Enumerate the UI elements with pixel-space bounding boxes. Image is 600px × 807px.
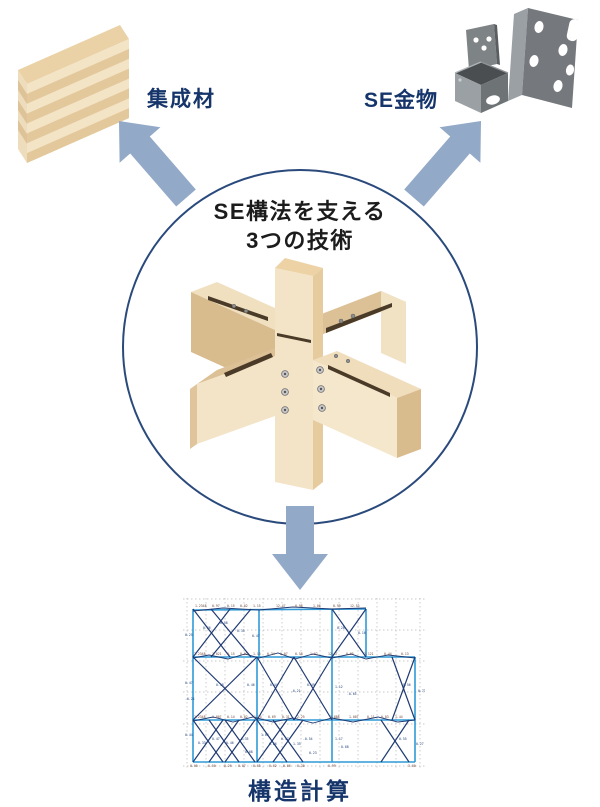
joint-bolts: [281, 366, 326, 414]
svg-text:0.13: 0.13: [401, 652, 409, 656]
svg-text:1.02: 1.02: [310, 652, 318, 656]
svg-text:0.14: 0.14: [227, 715, 235, 719]
svg-text:0.31: 0.31: [282, 715, 290, 719]
svg-text:0.47: 0.47: [185, 681, 193, 685]
center-title-line2: 3つの技術: [246, 228, 354, 253]
svg-text:2.2348: 2.2348: [194, 715, 206, 719]
svg-text:-0.35: -0.35: [239, 737, 249, 741]
svg-text:1.35: 1.35: [293, 742, 301, 746]
svg-text:0.03: 0.03: [381, 715, 389, 719]
center-title-line1: SE構法を支える: [213, 199, 387, 224]
svg-text:0.36: 0.36: [203, 626, 211, 630]
svg-text:0.49: 0.49: [307, 683, 315, 687]
svg-text:0.99: 0.99: [333, 604, 341, 608]
svg-text:2.2348: 2.2348: [194, 652, 206, 656]
svg-text:0.46: 0.46: [226, 741, 234, 745]
svg-text:1.2348: 1.2348: [195, 604, 207, 608]
brace-lines: [192, 606, 416, 763]
svg-text:0.55: 0.55: [399, 737, 407, 741]
svg-text:0.05: 0.05: [253, 764, 261, 768]
svg-text:0.34: 0.34: [267, 652, 275, 656]
svg-text:-0.54: -0.54: [303, 737, 313, 741]
svg-text:0.05: 0.05: [346, 652, 354, 656]
svg-text:-0.24: -0.24: [185, 697, 195, 701]
svg-text:1.007: 1.007: [212, 715, 222, 719]
svg-text:1.007: 1.007: [349, 715, 359, 719]
svg-text:0.28: 0.28: [337, 626, 345, 630]
svg-text:1.021: 1.021: [212, 652, 222, 656]
svg-text:0.23: 0.23: [309, 751, 317, 755]
svg-text:2.25: 2.25: [297, 715, 305, 719]
svg-text:0.46: 0.46: [247, 683, 255, 687]
svg-text:0.56: 0.56: [403, 683, 411, 687]
svg-text:0.98: 0.98: [295, 604, 303, 608]
svg-text:0.38: 0.38: [216, 683, 224, 687]
svg-text:1.15: 1.15: [253, 604, 261, 608]
svg-text:0.30: 0.30: [297, 764, 305, 768]
svg-text:0.26: 0.26: [224, 764, 232, 768]
svg-text:0.58: 0.58: [220, 621, 228, 625]
laminated-wood-beam-icon: [18, 25, 129, 163]
svg-text:0.44: 0.44: [185, 733, 193, 737]
svg-text:0.33: 0.33: [198, 741, 206, 745]
svg-text:0.02: 0.02: [240, 604, 248, 608]
svg-text:12.53: 12.53: [350, 604, 360, 608]
svg-text:12.47: 12.47: [276, 604, 286, 608]
metal-connector-icon: [454, 8, 581, 113]
svg-text:1.44: 1.44: [395, 715, 403, 719]
svg-text:1.17: 1.17: [335, 737, 343, 741]
svg-text:0.68: 0.68: [341, 745, 349, 749]
laminated-wood-label: 集成材: [147, 88, 216, 111]
svg-text:12.47: 12.47: [328, 652, 338, 656]
svg-text:1.74: 1.74: [254, 715, 262, 719]
svg-text:0.57: 0.57: [281, 737, 289, 741]
svg-text:0.15: 0.15: [227, 652, 235, 656]
svg-text:0.50: 0.50: [208, 764, 216, 768]
svg-text:1.03: 1.03: [261, 733, 269, 737]
svg-text:-0.65: -0.65: [347, 692, 357, 696]
svg-text:0.47: 0.47: [252, 634, 260, 638]
svg-text:0.97: 0.97: [212, 604, 220, 608]
svg-text:0.16: 0.16: [358, 631, 366, 635]
svg-text:1.06: 1.06: [313, 604, 321, 608]
svg-text:0.02: 0.02: [240, 715, 248, 719]
svg-text:0.99: 0.99: [328, 764, 336, 768]
center-title: SE構法を支える 3つの技術: [0, 197, 600, 255]
annotation-numbers: 1.2348 0.97 0.15 0.02 1.15 12.47 0.98 1.06 0.99 1…: [185, 604, 425, 768]
svg-text:0.44: 0.44: [384, 652, 392, 656]
svg-text:0.07: 0.07: [280, 652, 288, 656]
svg-text:2.888: 2.888: [330, 715, 340, 719]
svg-text:0.25: 0.25: [185, 633, 193, 637]
svg-text:2.121: 2.121: [364, 652, 374, 656]
structural-calc-label: 構造計算: [248, 778, 352, 804]
svg-text:0.27: 0.27: [416, 742, 424, 746]
svg-text:0.69: 0.69: [268, 715, 276, 719]
svg-text:0.02: 0.02: [269, 764, 277, 768]
wood-joint-icon: [190, 258, 421, 490]
svg-text:0.15: 0.15: [227, 604, 235, 608]
svg-text:0.06: 0.06: [283, 764, 291, 768]
structural-frame-drawing: 1.2348 0.97 0.15 0.02 1.15 12.47 0.98 1.06 0.99 1…: [183, 598, 425, 770]
svg-text:0.07: 0.07: [238, 764, 246, 768]
svg-text:-0.21: -0.21: [291, 689, 301, 693]
svg-text:0.86: 0.86: [269, 742, 277, 746]
svg-text:0.11: 0.11: [367, 715, 375, 719]
svg-text:0.02: 0.02: [240, 652, 248, 656]
svg-text:0.35: 0.35: [237, 629, 245, 633]
svg-text:0.58: 0.58: [295, 652, 303, 656]
svg-text:0.08: 0.08: [245, 750, 253, 754]
svg-text:0.47: 0.47: [212, 737, 220, 741]
svg-text:1.12: 1.12: [335, 685, 343, 689]
svg-text:0.44: 0.44: [270, 683, 278, 687]
se-hardware-label: SE金物: [364, 89, 439, 112]
svg-text:1.15: 1.15: [253, 652, 261, 656]
svg-text:0.00: 0.00: [190, 764, 198, 768]
svg-text:0.73: 0.73: [418, 689, 425, 693]
svg-text:3.00: 3.00: [408, 764, 416, 768]
